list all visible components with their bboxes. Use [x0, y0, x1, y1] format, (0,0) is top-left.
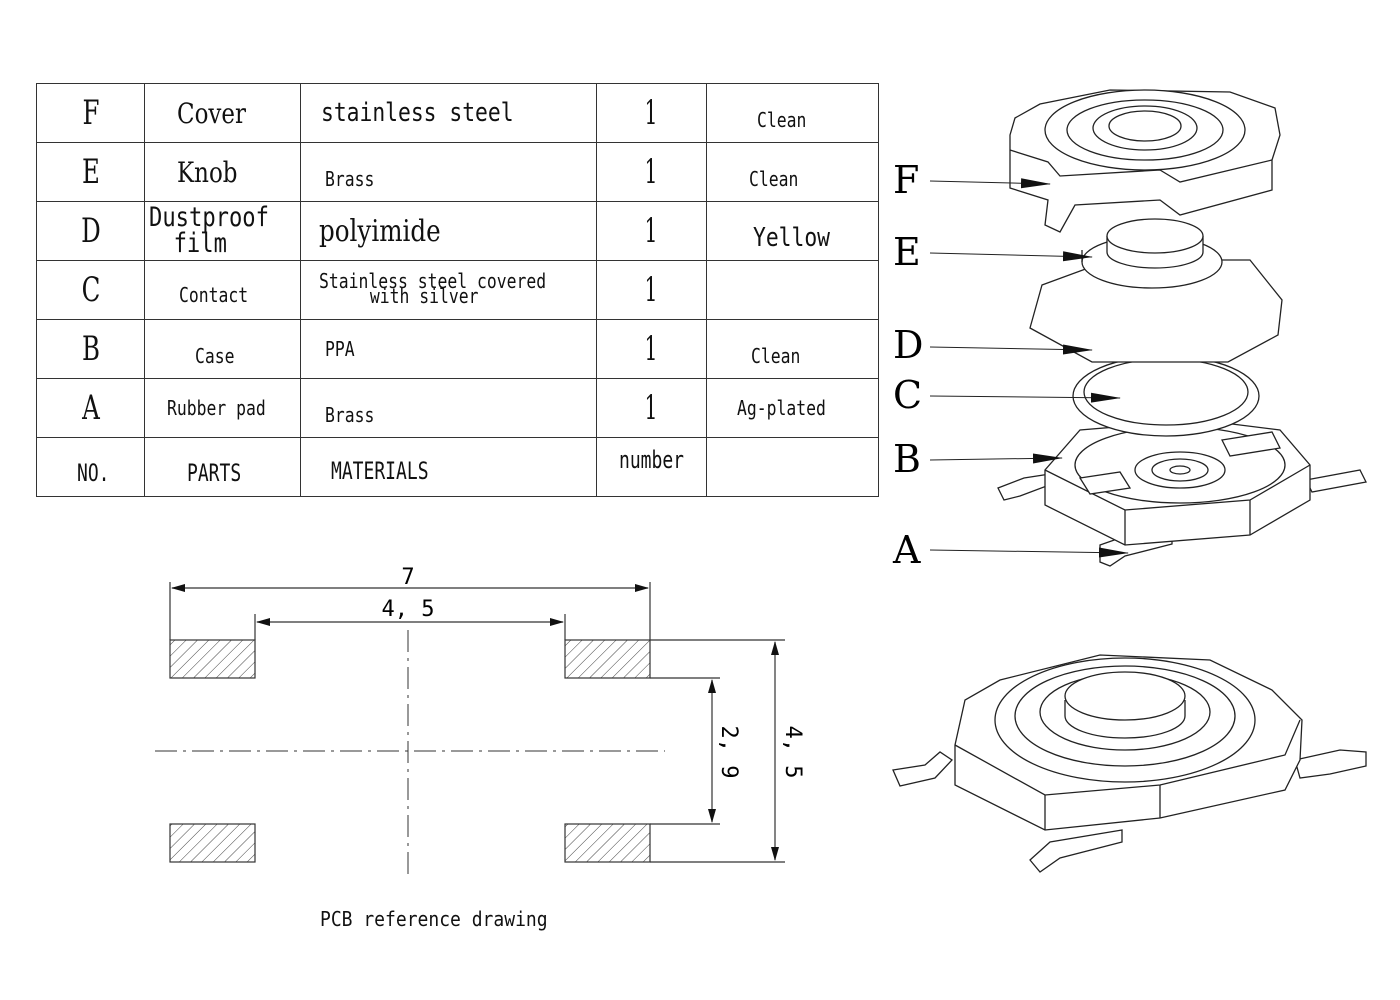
pcb-pad: [564, 823, 651, 863]
row-no: F: [51, 83, 130, 143]
pcb-pad: [564, 639, 651, 679]
row-no: E: [51, 142, 130, 202]
bom-row-f: F Cover stainless steel 1 Clean: [37, 83, 879, 143]
material: stainless steel: [321, 98, 514, 128]
assembled-terminal: [892, 751, 954, 787]
header-number: number: [618, 446, 684, 474]
bom-row-e: E Knob Brass 1 Clean: [37, 142, 879, 202]
note: Ag-plated: [736, 396, 826, 420]
material: polyimide: [319, 213, 441, 249]
leader-b: [929, 453, 1063, 464]
part-f-cover: [1009, 89, 1281, 233]
material-line1: Stainless steel covered: [319, 268, 547, 293]
pcb-pad: [169, 639, 256, 679]
bom-header-row: NO. PARTS MATERIALS number: [36, 437, 879, 497]
part-name: Cover: [177, 96, 246, 130]
assembled-view: [892, 654, 1367, 873]
note: Clean: [756, 108, 807, 132]
exploded-view: [997, 89, 1367, 567]
part-name: Case: [195, 344, 235, 368]
row-no: B: [51, 319, 130, 379]
part-name: Contact: [179, 283, 249, 307]
quantity: 1: [618, 378, 685, 438]
leader-f: [929, 178, 1051, 189]
note: Clean: [750, 344, 801, 368]
quantity: 1: [618, 83, 685, 143]
dim-width-outer: 7: [401, 565, 414, 590]
assembled-terminal: [1294, 749, 1367, 779]
header-note: [705, 437, 879, 497]
bom-row-d: D Dustproof film polyimide 1 Yellow: [37, 201, 879, 261]
part-c-contact: [1072, 355, 1260, 437]
dim-width-inner: 4, 5: [382, 597, 435, 622]
header-no: NO.: [77, 459, 110, 487]
material: Brass: [325, 167, 375, 191]
quantity: 1: [618, 142, 685, 202]
pcb-drawing: [155, 582, 785, 875]
row-no: C: [51, 260, 130, 320]
leader-lines: [929, 178, 1129, 558]
dim-height-inner: 2, 9: [716, 726, 741, 779]
row-no: D: [51, 201, 130, 261]
label-c: C: [893, 373, 922, 417]
part-name-line1: Dustproof: [149, 202, 269, 233]
part-e-knob: [1081, 218, 1223, 289]
pcb-caption: PCB reference drawing: [320, 907, 548, 931]
bom-table: F Cover stainless steel 1 Clean E Knob B…: [36, 83, 879, 497]
label-d: D: [893, 323, 923, 367]
dim-height-outer: 4, 5: [780, 726, 805, 779]
material: Brass: [325, 403, 375, 427]
part-name: Knob: [177, 155, 238, 189]
part-name-line2: film: [173, 228, 227, 259]
material: PPA: [325, 337, 355, 361]
header-materials: MATERIALS: [331, 457, 429, 485]
material-line2: with silver: [369, 283, 479, 308]
bom-row-b: B Case PPA 1 Clean: [37, 319, 879, 379]
leader-c: [929, 392, 1121, 403]
pcb-pad: [169, 823, 256, 863]
part-b-case: [1044, 419, 1311, 546]
note: Clean: [748, 167, 799, 191]
row-no: A: [51, 378, 130, 438]
label-a: A: [892, 528, 921, 572]
quantity: 1: [618, 319, 685, 379]
quantity: 1: [618, 201, 685, 261]
assembled-terminal: [1029, 829, 1123, 873]
bom-row-a: A Rubber pad Brass 1 Ag-plated: [37, 378, 879, 438]
header-parts: PARTS: [187, 459, 242, 487]
label-b: B: [893, 437, 921, 481]
label-e: E: [893, 230, 921, 274]
note: Yellow: [752, 223, 830, 253]
leader-e: [929, 251, 1093, 262]
leader-a: [929, 547, 1129, 558]
label-f: F: [893, 158, 919, 202]
part-name: Rubber pad: [167, 396, 266, 420]
leader-d: [929, 344, 1093, 355]
